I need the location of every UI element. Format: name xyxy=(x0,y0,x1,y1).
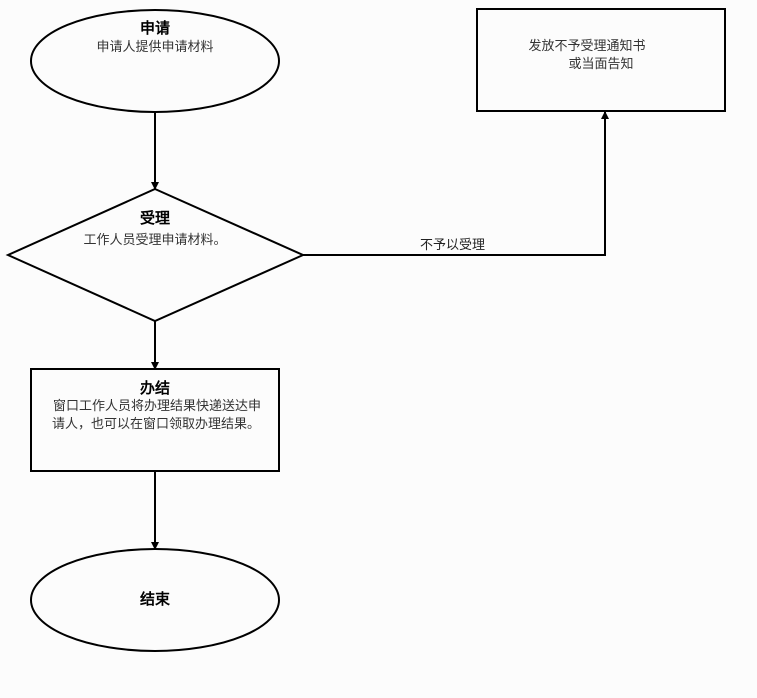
edge-reject-label: 不予以受理 xyxy=(420,238,485,253)
complete-box xyxy=(30,368,280,472)
node-end-title: 结束 xyxy=(140,590,171,608)
node-accept-desc: 工作人员受理申请材料。 xyxy=(83,233,226,248)
node-accept: 受理 工作人员受理申请材料。 xyxy=(5,187,306,323)
end-ellipse xyxy=(30,548,280,652)
node-end: 结束 xyxy=(30,548,280,652)
reject-box xyxy=(476,8,726,112)
node-complete: 办结 窗口工作人员将办理结果快递送达申 请人，也可以在窗口领取办理结果。 xyxy=(30,368,280,472)
node-apply: 申请 申请人提供申请材料 xyxy=(30,9,280,113)
node-reject-desc-line1: 发放不予受理通知书 xyxy=(528,38,645,54)
node-reject-desc-line2: 或当面告知 xyxy=(568,56,633,72)
node-complete-title: 办结 xyxy=(140,379,170,397)
node-accept-title: 受理 xyxy=(140,209,170,227)
node-reject: 发放不予受理通知书 或当面告知 xyxy=(476,8,726,112)
node-complete-desc-line1: 窗口工作人员将办理结果快递送达申 xyxy=(53,398,261,414)
node-apply-desc: 申请人提供申请材料 xyxy=(96,39,213,55)
node-complete-desc-line2: 请人，也可以在窗口领取办理结果。 xyxy=(52,416,260,432)
arrow-accept-to-reject xyxy=(303,111,609,256)
node-apply-title: 申请 xyxy=(140,19,170,37)
